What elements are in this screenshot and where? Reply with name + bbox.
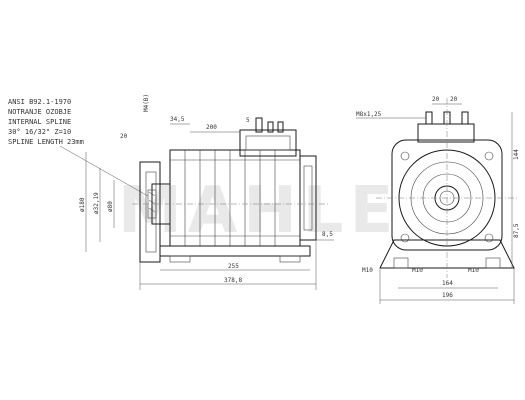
- spline-note: ANSI B92.1-1970 NOTRANJE OZOBJE INTERNAL…: [8, 98, 149, 197]
- dim-20: 20: [120, 133, 128, 140]
- side-foot: [159, 245, 311, 257]
- dim-20-a: 20: [432, 96, 440, 103]
- dim-255: 255: [228, 263, 239, 270]
- front-view: M8x1,25 20 20 144 87,5 M10 M10 M10 164 1…: [356, 96, 520, 304]
- dim-5: 5: [246, 117, 250, 124]
- note-line-4: 30° 16/32" Z=10: [8, 128, 71, 136]
- dim-200: 200: [206, 124, 217, 131]
- note-line-1: ANSI B92.1-1970: [8, 98, 71, 106]
- watermark-logo: MAHLE: [118, 174, 399, 248]
- dim-dia80: ø80: [107, 201, 114, 212]
- dim-164: 164: [442, 280, 453, 287]
- note-line-2: NOTRANJE OZOBJE: [8, 108, 71, 116]
- dim-8-5: 8,5: [322, 231, 333, 238]
- dim-m10-b: M10: [412, 267, 423, 274]
- dim-378-8: 378,8: [224, 277, 242, 284]
- dim-m4: M4(B): [143, 94, 150, 112]
- note-leader: [59, 145, 149, 197]
- dim-34-5: 34,5: [170, 116, 185, 123]
- front-foot: [379, 239, 515, 269]
- dim-dia3219: ø32,19: [93, 192, 100, 214]
- dim-m10-c: M10: [468, 267, 479, 274]
- note-line-5: SPLINE LENGTH 23mm: [8, 138, 84, 146]
- side-view: 34,5 200 5 M4(B) 20 ø180 ø32,19 ø80 8,5 …: [79, 94, 334, 290]
- side-flange: [139, 161, 161, 263]
- note-line-3: INTERNAL SPLINE: [8, 118, 71, 126]
- dim-dia180: ø180: [79, 197, 86, 212]
- dim-20-b: 20: [450, 96, 458, 103]
- dim-144: 144: [513, 149, 520, 160]
- front-terminal-block: [417, 123, 475, 143]
- dim-196: 196: [442, 292, 453, 299]
- side-terminal-box: [239, 129, 297, 157]
- dim-m8: M8x1,25: [356, 111, 382, 118]
- dim-m10-a: M10: [362, 267, 373, 274]
- dim-87-5: 87,5: [513, 223, 520, 238]
- side-rear-cover: [299, 155, 317, 241]
- side-terminal-stud: [255, 117, 263, 133]
